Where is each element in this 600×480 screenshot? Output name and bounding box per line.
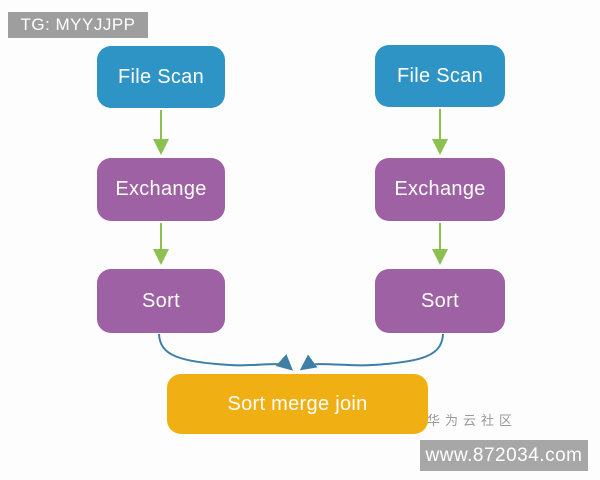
arrow-sort-merge-right (299, 333, 444, 371)
node-exchange-right: Exchange (375, 158, 505, 221)
node-label: Sort merge join (227, 392, 368, 415)
node-sort-left: Sort (97, 269, 225, 333)
node-label: File Scan (117, 65, 205, 88)
node-sort-right: Sort (375, 269, 505, 333)
node-exchange-left: Exchange (97, 158, 225, 221)
watermark-badge-label: TG: MYYJJPP (20, 15, 136, 34)
site-watermark-bar: www.872034.com (420, 440, 588, 471)
site-watermark-label: www.872034.com (425, 444, 583, 466)
node-label: File Scan (396, 64, 484, 87)
node-sort-merge-join: Sort merge join (167, 374, 428, 434)
watermark-badge: TG: MYYJJPP (8, 12, 148, 38)
node-label: Exchange (394, 178, 486, 200)
node-file-scan-left: File Scan (97, 46, 225, 108)
node-label: Sort (421, 289, 459, 312)
node-file-scan-right: File Scan (375, 45, 505, 107)
arrow-sort-merge-left (158, 333, 293, 371)
community-watermark: 华为云社区 (427, 413, 518, 428)
node-label: Sort (142, 289, 180, 312)
node-label: Exchange (115, 178, 207, 200)
